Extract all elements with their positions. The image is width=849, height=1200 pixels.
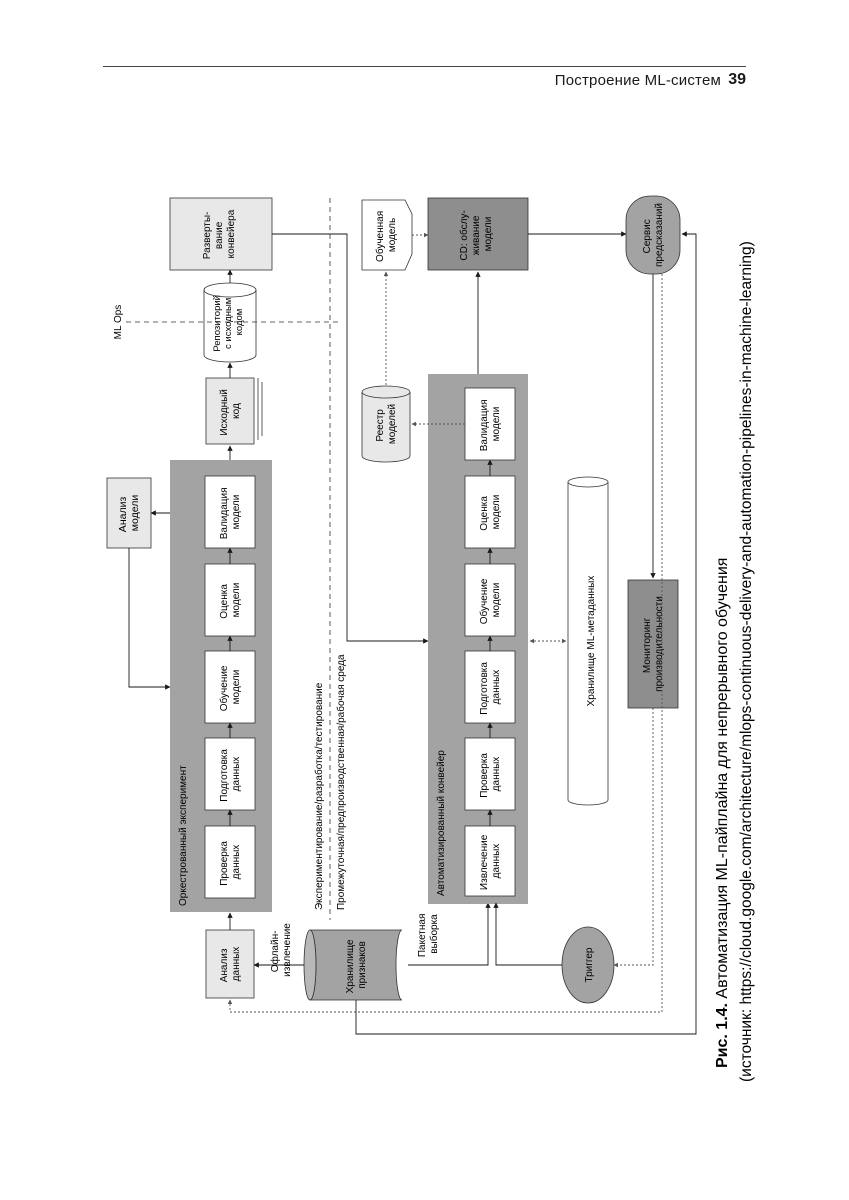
trigger: Триггер <box>561 926 615 1004</box>
env-experiment-label: Экспериментирование/разработка/тестирова… <box>313 682 325 910</box>
svg-text:CD: обслу- живание: CD: обслу- живание модели <box>458 207 494 260</box>
svg-text:Подготовка данных: Подготовка данных <box>219 746 242 801</box>
svg-text:Мониторинг производитель: Мониторинг производительности <box>642 596 665 692</box>
ml-metadata-store-label: Хранилище ML-метаданных <box>586 576 597 707</box>
svg-text:Извлечение данных: Извлечение данных <box>479 832 502 890</box>
svg-text:Проверка данных: Проверка данных <box>479 750 502 798</box>
page-header: Построение ML-систем 39 <box>0 0 849 100</box>
running-title: Построение ML-систем <box>554 72 721 89</box>
pipeline-steps: Извлечение данных Проверка данных Подгот… <box>464 387 516 897</box>
automated-pipeline-label: Автоматизированный конвейер <box>436 750 447 896</box>
svg-text:Сервис предсказаний: Сервис предсказаний <box>642 203 665 267</box>
caption-title: Автоматизация ML-пайплайна для непрерывн… <box>714 558 731 1003</box>
svg-text:Оценка модели: Оценка модели <box>479 493 502 530</box>
model-analysis-box: Анализ модели <box>106 477 152 549</box>
prediction-service: Сервис предсказаний <box>625 195 681 275</box>
trained-model-box: Обученная модель <box>361 199 413 271</box>
svg-text:Анализ данных: Анализ данных <box>219 946 242 983</box>
pipe-step-train-model: Обучение модели <box>464 563 516 637</box>
pipe-step-prepare-data: Подготовка данных <box>464 650 516 724</box>
pipe-step-evaluate-model: Оценка модели <box>464 475 516 549</box>
exp-step-train-model: Обучение модели <box>204 650 256 724</box>
exp-step-validate-model: Валидация модели <box>204 475 256 549</box>
deploy-to-automated-pipeline <box>272 233 429 644</box>
data-analysis-box: Анализ данных <box>205 929 255 999</box>
svg-text:Валидация модели: Валидация модели <box>219 485 242 540</box>
automated-pipeline: Автоматизированный конвейер <box>428 374 528 904</box>
monitoring-to-trigger <box>613 708 654 968</box>
exp-step-check-data: Проверка данных <box>204 825 256 899</box>
orchestrated-experiment-label: Оркестрованный эксперимент <box>178 765 189 906</box>
model-analysis-line-1: Анализ <box>117 497 129 533</box>
ml-metadata-store: Хранилище ML-метаданных <box>567 476 609 806</box>
service-to-data-analysis <box>227 274 663 1013</box>
caption-label: Рис. 1.4. <box>714 1003 731 1068</box>
performance-monitoring-box: Мониторинг производительности <box>627 579 679 709</box>
model-registry: Реестр моделей <box>361 385 411 463</box>
svg-text:Подготовка данных: Подготовка данных <box>479 659 502 714</box>
ml-ops-label: ML Ops <box>113 305 124 340</box>
header-rule <box>103 66 746 67</box>
svg-text:Разверты- вание ко: Разверты- вание конвейера <box>202 209 237 259</box>
env-production-label: Промежуточная/предпроизводственная/рабоч… <box>335 654 347 910</box>
svg-text:Реестр моделей: Реестр моделей <box>375 404 398 444</box>
cd-serving-box: CD: обслу- живание модели <box>427 197 529 271</box>
exp-step-evaluate-model: Оценка модели <box>204 563 256 637</box>
svg-text:Проверка данных: Проверка данных <box>219 838 242 886</box>
source-code-box: Исходный код <box>205 377 263 445</box>
source-repository: Репозиторий с исходным кодом <box>203 282 257 363</box>
trigger-to-pipeline <box>493 902 562 966</box>
model-analysis-line-2: модели <box>129 495 141 532</box>
batch-sampling-label: Пакетная выборка <box>417 911 440 957</box>
pipe-step-extract-data: Извлечение данных <box>464 825 516 897</box>
pipeline-deploy-box: Разверты- вание конвейера <box>169 197 273 271</box>
svg-text:Анализ модели: Анализ модели <box>117 494 141 532</box>
trigger-label: Триггер <box>584 947 595 982</box>
pipe-step-validate-model: Валидация модели <box>464 387 516 461</box>
svg-text:Репозиторий с исходным: Репозиторий с исходным кодом <box>212 292 245 351</box>
offline-extraction-label: Офлайн- извлечение <box>269 923 293 977</box>
svg-text:Обучение модели: Обучение модели <box>218 663 242 712</box>
feature-store: Хранилище признаков <box>303 929 403 1001</box>
svg-text:Исходный код: Исходный код <box>219 386 242 435</box>
svg-text:Оценка модели: Оценка модели <box>219 581 242 618</box>
experiment-steps: Проверка данных Подготовка данных Обучен… <box>204 475 256 899</box>
svg-text:Обучение модели: Обучение модели <box>478 576 502 625</box>
model-analysis-to-training <box>128 548 171 690</box>
figure-caption: Рис. 1.4. Автоматизация ML-пайплайна для… <box>714 558 731 1068</box>
feature-store-to-service <box>355 231 697 1035</box>
pipe-step-check-data: Проверка данных <box>464 737 516 811</box>
figure-source: (источник: https://cloud.google.com/arch… <box>738 241 755 1082</box>
svg-text:Хранилище признаков: Хранилище признаков <box>345 937 368 994</box>
svg-text:Валидация модели: Валидация модели <box>479 397 502 452</box>
page-number: 39 <box>728 71 746 88</box>
svg-text:Обученная модель: Обученная модель <box>374 208 398 262</box>
feature-store-to-pipeline <box>408 902 491 966</box>
exp-step-prepare-data: Подготовка данных <box>204 737 256 811</box>
